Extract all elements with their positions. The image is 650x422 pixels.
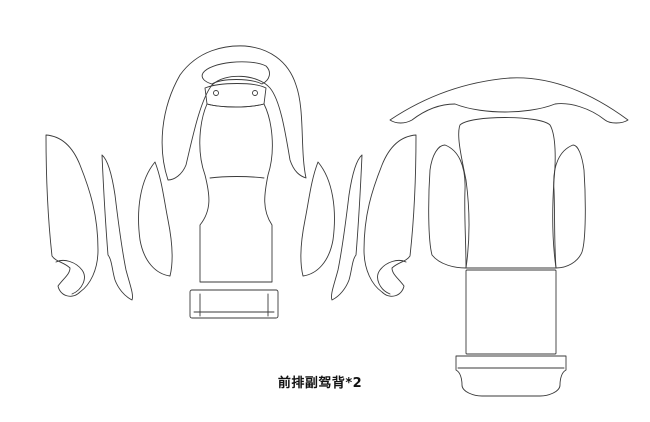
back-bottom-trim	[455, 355, 567, 397]
headrest-top-piece	[201, 61, 270, 85]
left-side-bolster	[428, 144, 467, 269]
left-seat-right-side-pieces	[300, 134, 417, 301]
left-wing-piece	[138, 161, 173, 277]
back-main-panel	[458, 117, 557, 269]
left-outer-side-piece	[45, 134, 99, 297]
caption-label: 前排副驾背*2	[277, 376, 363, 391]
right-outer-side-detail	[377, 259, 407, 295]
seat-back-seam	[209, 176, 265, 179]
right-seat-pattern	[389, 77, 629, 397]
headrest-arch-piece	[161, 45, 307, 181]
right-outer-side-piece	[363, 134, 417, 297]
left-narrow-strip	[101, 154, 133, 301]
headrest-hole-left	[213, 90, 219, 96]
left-seat-pattern	[45, 45, 307, 319]
right-side-bolster	[553, 144, 586, 269]
right-narrow-strip	[331, 154, 363, 301]
seat-back-main-panel	[199, 103, 273, 283]
headrest-hole-right	[252, 90, 258, 96]
seat-back-bottom-trim	[189, 289, 279, 319]
left-outer-side-detail	[55, 259, 85, 295]
right-wing-piece	[300, 161, 335, 277]
back-lower-panel	[465, 269, 557, 355]
top-wing-bar	[389, 77, 629, 124]
